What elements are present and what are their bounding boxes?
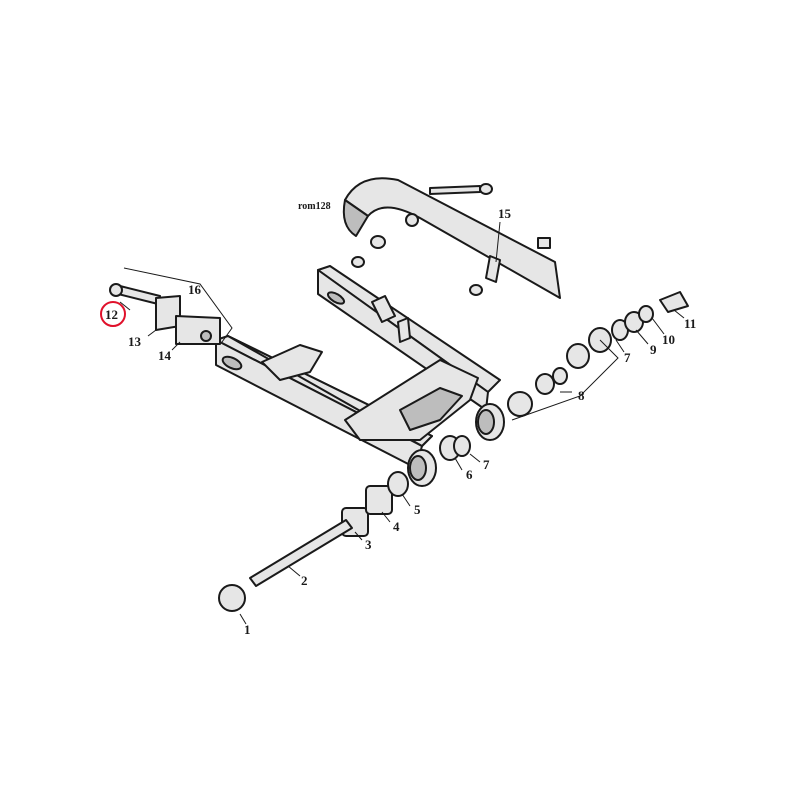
callout-6: 6	[466, 467, 473, 482]
callout-13: 13	[128, 334, 142, 349]
end-cap	[218, 584, 246, 612]
callout-15: 15	[498, 206, 512, 221]
reference-code: rom128	[298, 201, 331, 212]
callout-2: 2	[301, 573, 308, 588]
callout-1: 1	[244, 622, 251, 637]
callout-16: 16	[188, 282, 202, 297]
highlight-ring	[100, 301, 126, 327]
callout-3: 3	[365, 537, 372, 552]
pivot-bearing-stack	[341, 291, 689, 537]
callout-7-lower: 7	[483, 457, 490, 472]
leader-lines	[119, 221, 685, 625]
callout-8: 8	[578, 388, 585, 403]
callout-9: 9	[650, 342, 657, 357]
callout-11: 11	[684, 316, 696, 331]
callout-14: 14	[158, 348, 172, 363]
callout-7-upper: 7	[624, 350, 631, 365]
swingarm	[215, 265, 505, 487]
callout-4: 4	[393, 519, 400, 534]
pivot-shaft	[249, 519, 353, 587]
callout-10: 10	[662, 332, 675, 347]
belt-guard	[342, 177, 561, 299]
callout-5: 5	[414, 502, 421, 517]
callout-12: 12	[105, 307, 118, 322]
adjuster-hardware	[109, 283, 221, 345]
